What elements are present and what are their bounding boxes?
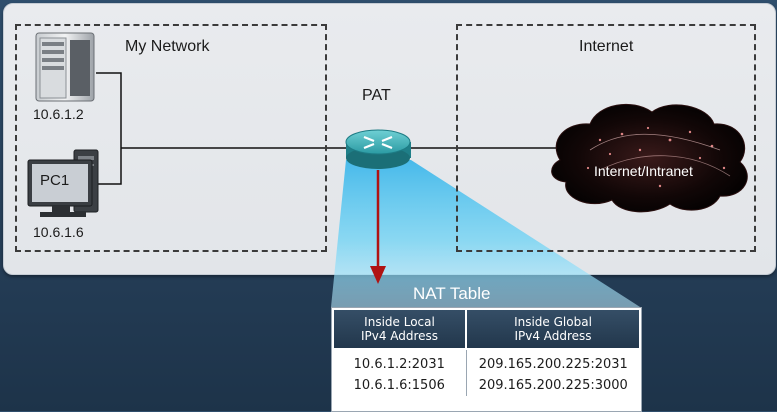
server-ip-label: 10.6.1.2 [33, 106, 84, 122]
table-row: 10.6.1.2:2031 209.165.200.225:2031 [333, 349, 640, 375]
server-icon [35, 32, 95, 102]
nat-cell-global: 209.165.200.225:3000 [478, 378, 628, 393]
nat-cell-local: 10.6.1.2:2031 [333, 349, 467, 375]
nat-cell-global: 209.165.200.225:2031 [478, 357, 628, 372]
nat-cell-local: 10.6.1.6:1506 [333, 375, 467, 396]
table-row: 10.6.1.6:1506 209.165.200.225:3000 [333, 375, 640, 396]
pc1-icon [27, 149, 99, 217]
cloud-label: Internet/Intranet [594, 163, 693, 179]
pc-link [96, 148, 122, 185]
server-link [96, 72, 122, 148]
nat-arrow [370, 170, 386, 284]
network-links [96, 72, 560, 185]
pc1-ip-label: 10.6.1.6 [33, 224, 84, 240]
internet-zone [456, 24, 756, 252]
cloud-icon [551, 103, 748, 213]
nat-beam [331, 160, 640, 307]
nat-table-title: NAT Table [413, 284, 491, 303]
router-label: PAT [362, 87, 391, 104]
my-network-zone [15, 24, 327, 252]
my-network-label: My Network [125, 38, 210, 55]
internet-label: Internet [579, 38, 634, 55]
pc1-label: PC1 [40, 172, 70, 189]
router-icon [345, 129, 411, 169]
